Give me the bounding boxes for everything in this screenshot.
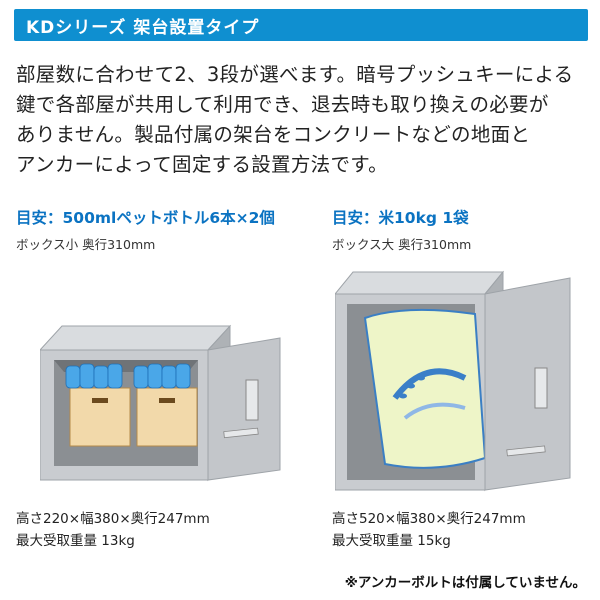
small-box-max-load: 最大受取重量 13kg: [16, 533, 135, 549]
header: KDシリーズ 架台設置タイプ: [0, 0, 600, 50]
large-box-specs: 高さ520×幅380×奥行247mm 最大受取重量 15kg: [332, 508, 526, 552]
large-box-size: 高さ520×幅380×奥行247mm: [332, 511, 526, 527]
description-line: ありません。製品付属の架台をコンクリートなどの地面と: [16, 123, 531, 146]
header-bar: KDシリーズ 架台設置タイプ: [14, 9, 588, 41]
large-box-image: [335, 270, 571, 492]
small-box-specs: 高さ220×幅380×奥行247mm 最大受取重量 13kg: [16, 508, 210, 552]
description-line: 部屋数に合わせて2、3段が選べます。暗号プッシュキーによる: [16, 63, 574, 86]
small-box-type: ボックス小 奥行310mm: [16, 237, 156, 252]
footnote: ※アンカーボルトは付属していません。: [344, 575, 586, 591]
page-title: KDシリーズ 架台設置タイプ: [26, 18, 260, 38]
large-box-max-load: 最大受取重量 15kg: [332, 533, 451, 549]
small-box-guide: 目安：500mlペットボトル6本×2個: [16, 209, 275, 227]
description-line: 鍵で各部屋が共用して利用でき、退去時も取り換えの必要が: [16, 93, 549, 116]
description-line: アンカーによって固定する設置方法です。: [16, 153, 388, 176]
small-box-size: 高さ220×幅380×奥行247mm: [16, 511, 210, 527]
large-box-type: ボックス大 奥行310mm: [332, 237, 472, 252]
large-box-guide: 目安：米10kg 1袋: [332, 209, 469, 227]
small-box-image: [40, 324, 281, 482]
description: 部屋数に合わせて2、3段が選べます。暗号プッシュキーによる 鍵で各部屋が共用して…: [16, 60, 588, 180]
